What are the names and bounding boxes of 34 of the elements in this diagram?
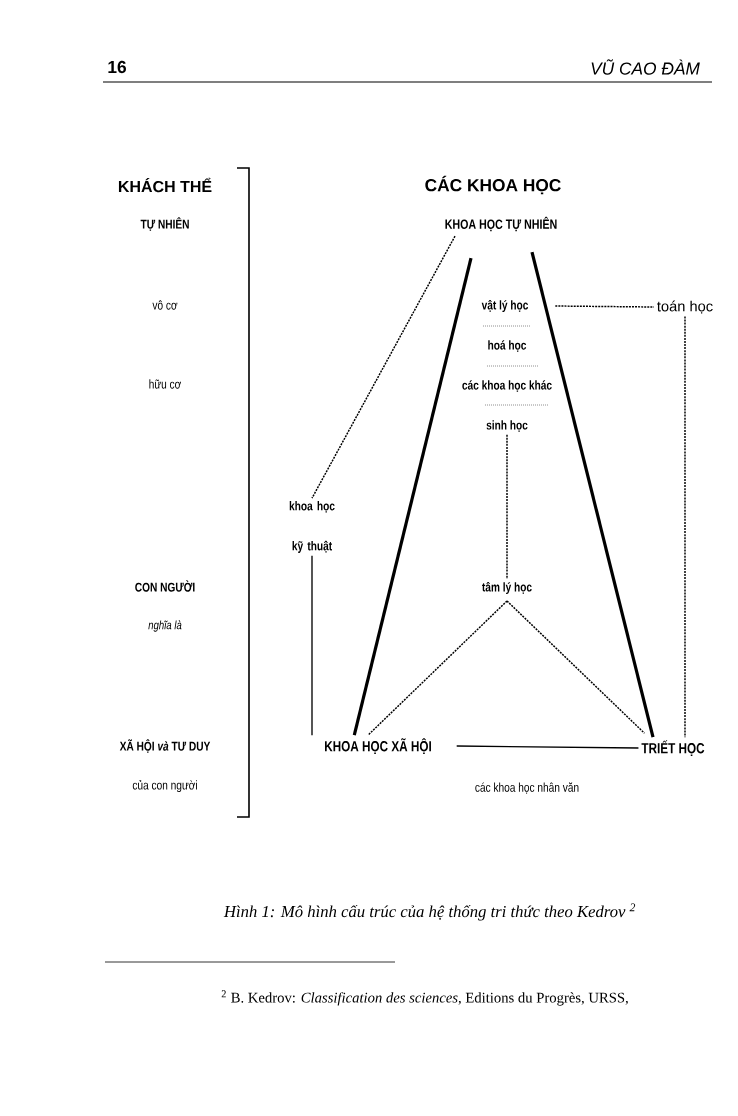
dotted-line: [506, 600, 646, 734]
connector-line: [311, 555, 313, 736]
node-label: tâm lý học: [482, 581, 532, 595]
node-label: vật lý học: [481, 299, 529, 313]
running-head: VŨ CAO ĐÀM: [591, 59, 700, 75]
category-label: vô cơ: [152, 300, 178, 310]
thick-line: [352, 257, 473, 736]
dotted-line: [367, 600, 508, 736]
category-label: XÃ HỘI và TƯ DUY: [119, 739, 211, 753]
node-label: các khoa học khác: [462, 380, 552, 392]
connector-line: [456, 745, 640, 749]
thick-line: [530, 251, 655, 738]
dotted-line: [311, 235, 456, 499]
column-heading: KHÁCH THỂ: [118, 177, 212, 193]
node-label: KHOA HỌC XÃ HỘI: [325, 738, 431, 754]
node-label: khoa học kỹ thuật: [289, 501, 335, 553]
node-label: KHOA HỌC TỰ NHIÊN: [445, 216, 557, 232]
node-label: hoá học: [488, 340, 527, 352]
column-heading: CÁC KHOA HỌC: [425, 175, 561, 195]
category-label: của con người: [132, 779, 197, 793]
footnote: $^{2}$ B. Kedrov: Classification des sciences, Editions du Progrès, URSS,: [221, 990, 628, 1006]
dotted-line: [684, 315, 686, 738]
category-label: TỰ NHIÊN: [140, 217, 189, 231]
category-label: nghĩa là: [148, 620, 182, 632]
figure-caption: Hình 1: Mô hình cấu trúc của hệ thống tri thức theo Kedrov $^{2}$: [223, 903, 636, 921]
category-label: CON NGƯỜI: [135, 580, 195, 592]
group-label: các khoa học nhân văn: [475, 782, 579, 794]
category-label: hữu cơ: [149, 379, 181, 389]
page-number: 16: [108, 60, 126, 74]
node-label: sinh học: [486, 420, 528, 432]
node-label: toán học: [657, 300, 713, 314]
node-label: TRIẾT HỌC: [641, 740, 705, 756]
dotted-line: [554, 305, 655, 308]
dotted-line: [506, 433, 508, 580]
